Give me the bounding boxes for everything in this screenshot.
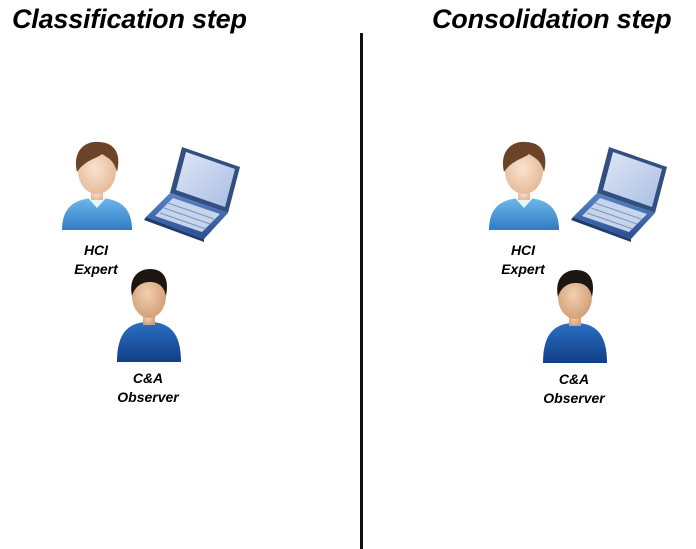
vertical-divider (360, 33, 363, 549)
hci-expert-label: HCI Expert (501, 242, 545, 277)
laptop-icon (571, 147, 667, 242)
classification-panel: Classification step HCI Expert C&A Obser… (12, 4, 247, 405)
person-light-blue-icon (489, 141, 559, 230)
laptop-icon (144, 147, 240, 242)
panel-title: Consolidation step (432, 4, 672, 34)
person-dark-blue-icon (543, 270, 607, 363)
person-light-blue-icon (62, 141, 132, 230)
hci-expert-label: HCI Expert (74, 242, 118, 277)
consolidation-panel: Consolidation step HCI Expert C&A Observ… (364, 0, 696, 549)
observer-label: C&A Observer (117, 370, 179, 405)
panel-title: Classification step (12, 4, 247, 34)
observer-label: C&A Observer (543, 371, 605, 406)
person-dark-blue-icon (117, 269, 181, 362)
